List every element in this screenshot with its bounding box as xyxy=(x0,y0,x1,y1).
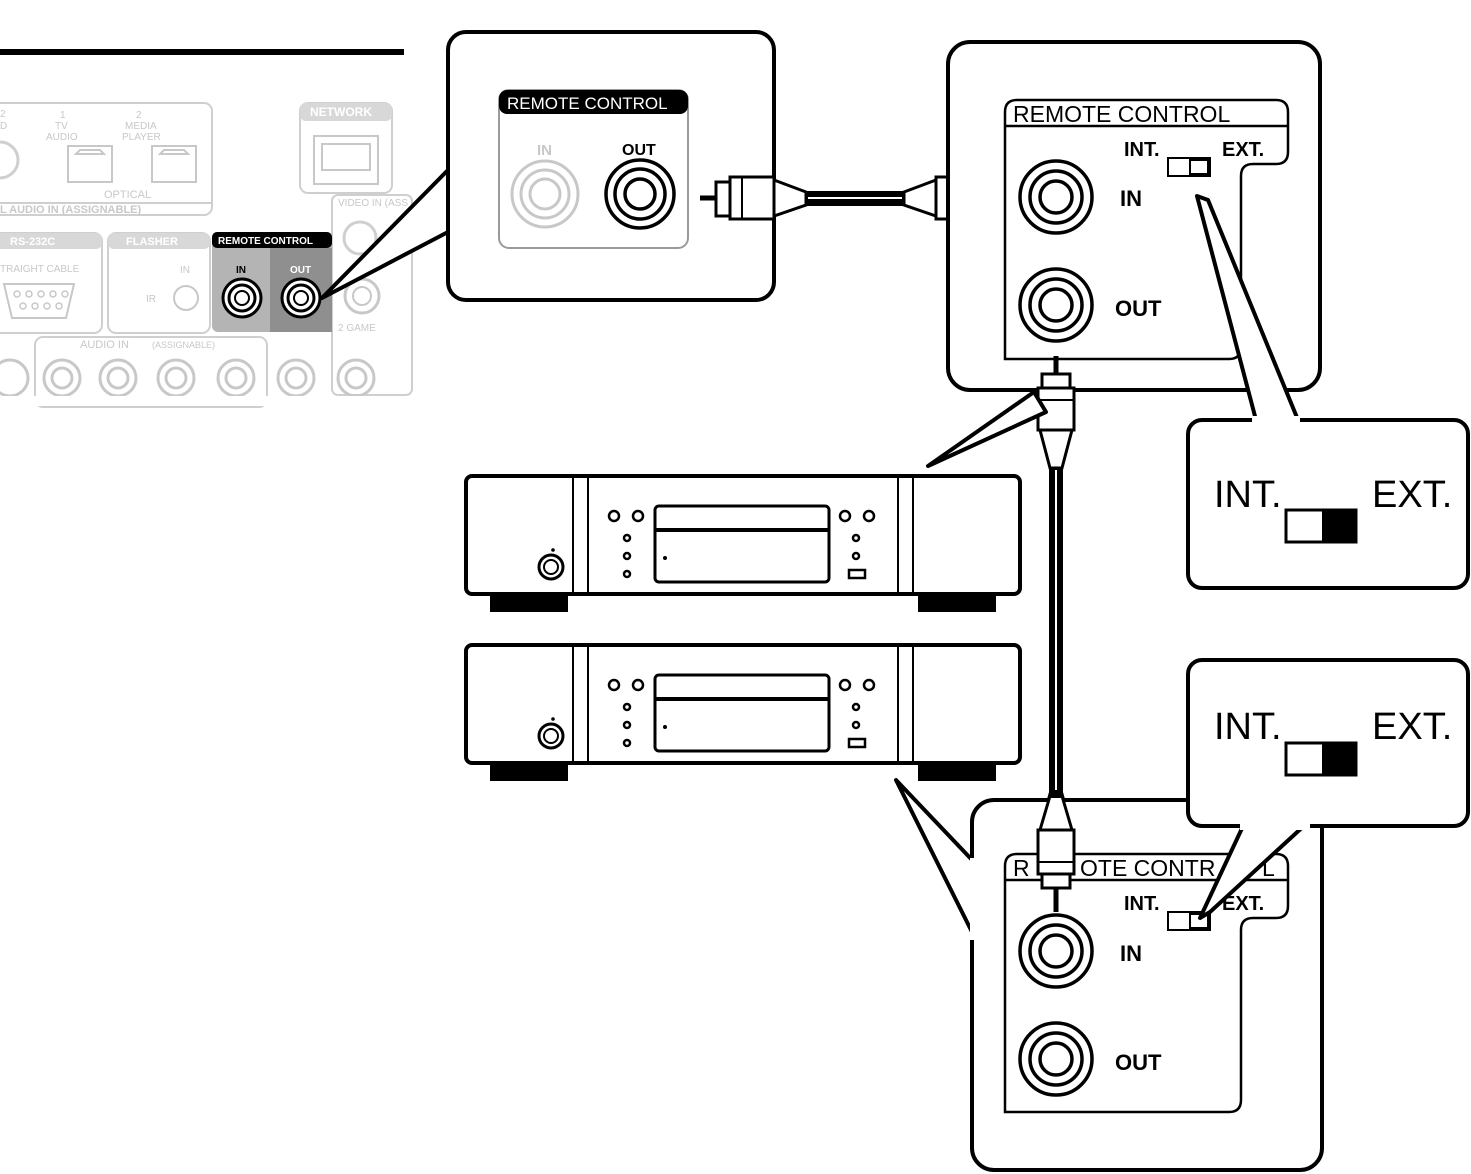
svg-text:RS-232C: RS-232C xyxy=(10,236,55,248)
svg-text:INT.: INT. xyxy=(1124,893,1160,915)
svg-text:(ASSIGNABLE): (ASSIGNABLE) xyxy=(152,340,215,350)
svg-text:INT.: INT. xyxy=(1124,139,1160,161)
receiver-back-panel: 2 D 1 TV AUDIO 2 MEDIA PLAYER OPTICAL L … xyxy=(0,49,413,408)
switch-bottom-int-label: INT. xyxy=(1214,706,1282,748)
switch-top-callout: INT. EXT. xyxy=(1186,194,1470,590)
svg-text:IN: IN xyxy=(1120,186,1142,211)
svg-text:OUT: OUT xyxy=(622,142,656,159)
svg-text:2 GAME: 2 GAME xyxy=(338,323,376,334)
unit-bottom-remote-control: R OTE CONTR L INT. EXT. IN OUT xyxy=(894,778,1324,1172)
svg-text:MEDIA: MEDIA xyxy=(125,121,157,132)
svg-text:PLAYER: PLAYER xyxy=(122,132,161,143)
receiver-remote-control-jacks: REMOTE CONTROL IN OUT xyxy=(212,232,332,332)
svg-text:EXT.: EXT. xyxy=(1222,893,1264,915)
zoom-receiver-remote-control: REMOTE CONTROL IN OUT xyxy=(446,30,776,302)
svg-text:1: 1 xyxy=(60,110,66,121)
switch-top-ext-label: EXT. xyxy=(1372,474,1452,516)
svg-text:D: D xyxy=(0,121,7,132)
switch-bottom-callout: INT. EXT. xyxy=(1186,658,1470,920)
svg-text:VIDEO IN (ASS: VIDEO IN (ASS xyxy=(338,198,408,209)
svg-text:OUT: OUT xyxy=(1115,1050,1162,1075)
svg-text:L AUDIO IN (ASSIGNABLE): L AUDIO IN (ASSIGNABLE) xyxy=(0,204,142,216)
zoom-receiver-title: REMOTE CONTROL xyxy=(507,94,668,113)
svg-text:AUDIO: AUDIO xyxy=(46,132,78,143)
svg-text:IN: IN xyxy=(236,265,246,276)
svg-text:OUT: OUT xyxy=(1115,296,1162,321)
svg-text:IN: IN xyxy=(180,265,190,276)
svg-text:TRAIGHT CABLE: TRAIGHT CABLE xyxy=(0,264,80,275)
svg-text:2: 2 xyxy=(0,109,6,120)
svg-text:R: R xyxy=(1013,855,1030,881)
svg-text:IN: IN xyxy=(1120,941,1142,966)
svg-text:FLASHER: FLASHER xyxy=(126,236,178,248)
svg-text:2: 2 xyxy=(136,110,142,121)
svg-text:REMOTE CONTROL: REMOTE CONTROL xyxy=(218,236,313,247)
svg-text:NETWORK: NETWORK xyxy=(310,105,372,119)
svg-text:IN: IN xyxy=(537,142,552,159)
unit-top-title: REMOTE CONTROL xyxy=(1013,101,1230,127)
switch-bottom-ext-label: EXT. xyxy=(1372,706,1452,748)
svg-text:OPTICAL: OPTICAL xyxy=(104,189,151,201)
player-bottom xyxy=(464,643,1022,781)
svg-text:OUT: OUT xyxy=(290,265,311,276)
cable-plug-bottom xyxy=(1036,790,1076,912)
svg-text:OTE CONTR: OTE CONTR xyxy=(1080,855,1215,881)
svg-text:EXT.: EXT. xyxy=(1222,139,1264,161)
player-top xyxy=(464,474,1022,612)
svg-text:IR: IR xyxy=(146,294,156,305)
svg-text:TV: TV xyxy=(55,121,68,132)
switch-top-int-label: INT. xyxy=(1214,474,1282,516)
svg-text:AUDIO IN: AUDIO IN xyxy=(80,339,129,351)
